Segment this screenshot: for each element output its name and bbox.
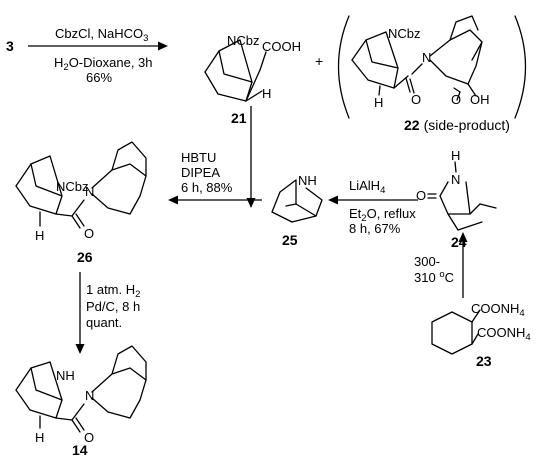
compound-14-number: 14 <box>72 442 88 458</box>
hydrogenation-arrow <box>75 272 85 354</box>
compound-22-h: H <box>374 95 383 110</box>
compound-23-structure <box>431 309 481 355</box>
compound-24-n: N <box>451 172 460 187</box>
compound-14-structure <box>15 345 147 433</box>
thermal-line-2: 310 oC <box>414 269 454 285</box>
compound-21-structure <box>204 39 267 102</box>
coupling-conditions: 6 h, 88% <box>181 180 233 195</box>
compound-14-o: O <box>84 430 94 445</box>
hydrogenation-line-2: Pd/C, 8 h <box>86 299 140 314</box>
reduction-reagent: LiAlH4 <box>349 178 385 196</box>
compound-14-n: N <box>85 388 94 403</box>
thermal-line-1: 300- <box>414 254 440 269</box>
compound-21-cooh: COOH <box>262 39 301 54</box>
compound-26-n: N <box>85 184 94 199</box>
compound-22-structure <box>337 15 527 119</box>
compound-26-structure <box>15 141 147 229</box>
compound-22-o-acid: O <box>451 92 461 107</box>
compound-26-h: H <box>35 228 44 243</box>
compound-22-o: O <box>411 92 421 107</box>
step1-arrow <box>28 41 168 51</box>
compound-26-o: O <box>84 226 94 241</box>
arrow-21-to-25 <box>246 106 256 208</box>
compound-23-group-top: COONH4 <box>471 301 525 319</box>
compound-24-o: O <box>416 188 426 203</box>
compound-14-nh: NH <box>56 368 75 383</box>
compound-25-structure <box>271 179 323 223</box>
hydrogenation-line-1: 1 atm. H2 <box>86 282 140 300</box>
compound-21-ncbz: NCbz <box>227 33 260 48</box>
compound-25-nh: NH <box>298 173 317 188</box>
compound-24-structure <box>427 161 497 231</box>
coupling-reagent-2: DIPEA <box>181 165 220 180</box>
compound-22-n: N <box>422 50 431 65</box>
compound-23-group-bottom: COONH4 <box>477 325 531 343</box>
compound-25-number: 25 <box>282 232 298 248</box>
compound-26-number: 26 <box>77 249 93 265</box>
reduction-arrow <box>328 195 418 205</box>
compound-21-number: 21 <box>231 110 247 126</box>
left-parenthesis <box>337 15 350 119</box>
compound-26-ncbz: NCbz <box>56 179 89 194</box>
step1-reagents: CbzCl, NaHCO3 <box>55 26 148 44</box>
compound-3-label: 3 <box>6 38 14 54</box>
compound-22-oh: OH <box>470 92 490 107</box>
compound-23-number: 23 <box>476 353 492 369</box>
compound-24-h: H <box>451 148 460 163</box>
compound-22-caption: 22(side-product) <box>404 117 510 133</box>
compound-21-h: H <box>262 86 271 101</box>
step1-conditions: H2O-Dioxane, 3h <box>54 55 153 73</box>
step1-yield: 66% <box>86 70 112 85</box>
reduction-time-yield: 8 h, 67% <box>349 221 401 236</box>
plus-sign: + <box>315 53 323 69</box>
compound-22-ncbz: NCbz <box>388 26 421 41</box>
thermal-arrow <box>458 232 468 298</box>
coupling-reagent-1: HBTU <box>181 150 216 165</box>
right-parenthesis <box>514 15 527 119</box>
coupling-arrow <box>168 195 262 205</box>
hydrogenation-line-3: quant. <box>86 315 122 330</box>
reduction-solvent: Et2O, reflux <box>349 206 416 224</box>
compound-14-h: H <box>35 430 44 445</box>
